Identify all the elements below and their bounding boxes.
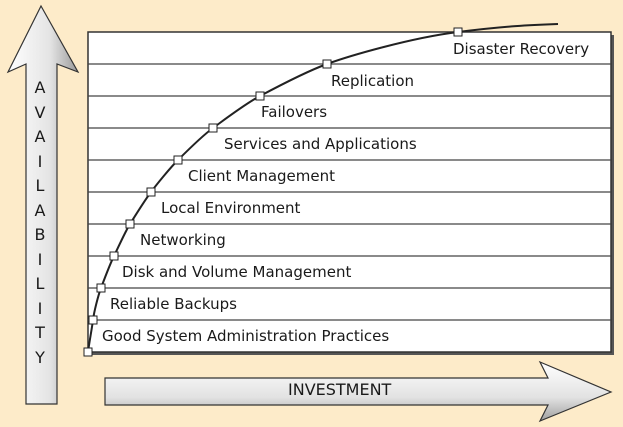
axis-letter: I: [37, 249, 43, 269]
axis-letter: A: [34, 78, 46, 97]
level-label: Networking: [140, 231, 226, 249]
level-label: Disaster Recovery: [453, 40, 590, 58]
curve-point-marker: [109, 251, 119, 261]
curve-point-marker: [255, 91, 265, 101]
curve-point-marker: [208, 123, 218, 133]
axis-letter: B: [34, 225, 46, 244]
level-label: Client Management: [188, 167, 336, 185]
level-dividers: [88, 63, 611, 321]
axis-letter: I: [37, 151, 43, 171]
axis-letter: I: [37, 298, 43, 318]
curve-point-marker: [125, 219, 135, 229]
investment-arrow: [104, 360, 613, 423]
axis-letter: T: [35, 323, 45, 342]
level-label: Disk and Volume Management: [122, 263, 352, 281]
curve-point-marker: [96, 283, 106, 293]
curve-point-marker: [173, 155, 183, 165]
level-label: Failovers: [261, 103, 328, 121]
curve-point-marker: [453, 27, 463, 37]
axis-letter: V: [34, 102, 46, 122]
level-label: Good System Administration Practices: [102, 327, 390, 345]
axis-letter: L: [35, 274, 45, 293]
availability-arrow: [6, 4, 80, 405]
axis-letter: Y: [35, 347, 45, 367]
axis-letter: A: [34, 200, 46, 220]
level-label: Reliable Backups: [110, 295, 237, 313]
axis-letter: L: [35, 176, 45, 195]
level-label: Local Environment: [161, 199, 301, 217]
axis-letter: A: [34, 127, 46, 146]
curve-point-marker: [83, 347, 93, 357]
curve-point-marker: [88, 315, 98, 325]
investment-axis-label: INVESTMENT: [288, 380, 392, 399]
level-label: Services and Applications: [224, 135, 417, 153]
level-label: Replication: [331, 72, 415, 90]
curve-point-marker: [322, 59, 332, 69]
curve-point-marker: [146, 187, 156, 197]
